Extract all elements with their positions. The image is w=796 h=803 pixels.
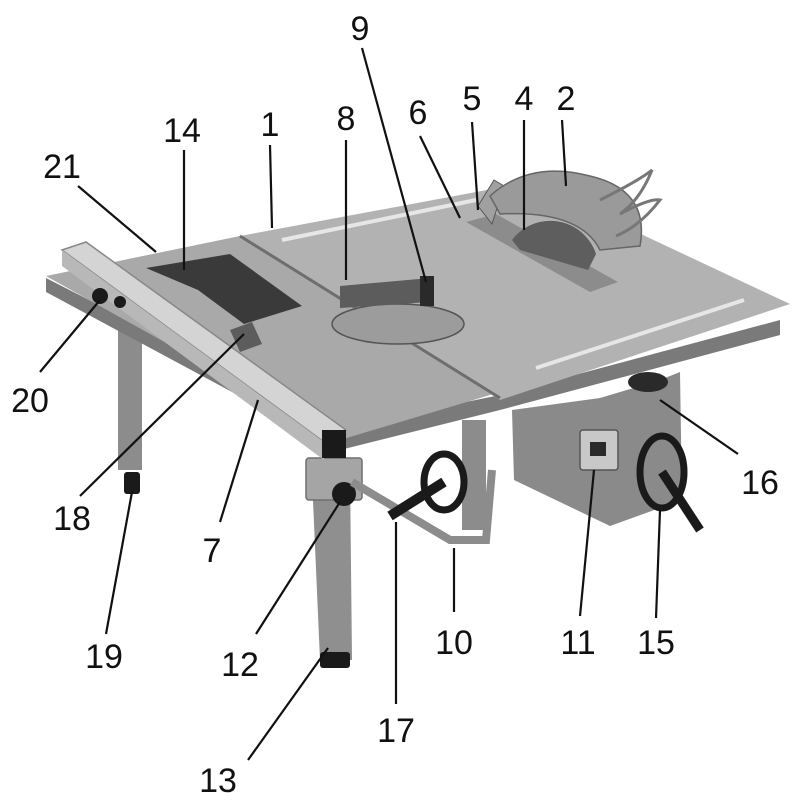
handwheel-left (387, 450, 468, 521)
leader-21 (77, 185, 157, 253)
callout-1: 1 (261, 106, 280, 144)
callout-9: 9 (351, 10, 370, 48)
leader-19 (104, 491, 134, 635)
leader-2 (560, 119, 568, 187)
leader-16 (659, 399, 739, 455)
callout-16: 16 (741, 464, 779, 502)
leader-7 (218, 399, 260, 523)
leader-20 (39, 299, 101, 373)
leader-11 (578, 469, 596, 617)
mitre-gauge-plate (331, 303, 465, 345)
callout-14: 14 (163, 112, 201, 150)
callout-labels: 1 2 4 5 6 7 8 9 10 11 12 13 14 15 16 17 … (11, 10, 779, 800)
callout-19: 19 (85, 638, 123, 676)
scale-strip-rear (281, 198, 477, 242)
motor-label-16 (628, 372, 668, 392)
leader-1 (268, 144, 274, 229)
cross-cut-stop (146, 254, 302, 324)
callout-11: 11 (560, 624, 595, 662)
callout-8: 8 (337, 100, 356, 138)
callout-13: 13 (199, 762, 237, 800)
mitre-fence (340, 278, 430, 308)
saw-blade (512, 220, 596, 270)
leader-9 (360, 47, 428, 283)
fence-end-cap (322, 430, 346, 458)
handwheel-right (636, 432, 704, 533)
leader-15 (654, 509, 662, 619)
callout-12: 12 (221, 646, 259, 684)
leader-5 (470, 121, 480, 211)
callout-21: 21 (43, 148, 81, 186)
leader-12 (255, 501, 341, 635)
rear-leg-left (118, 330, 142, 470)
switch-button (590, 442, 606, 456)
leg-clamp-knob-12 (332, 482, 356, 506)
scale-strip-front (535, 298, 745, 370)
leg-foot-19 (124, 472, 140, 494)
leader-18 (79, 333, 245, 497)
callout-18: 18 (53, 500, 91, 538)
fence-rail-side (62, 250, 324, 460)
leader-6 (419, 135, 461, 219)
fence-knob (92, 288, 108, 304)
mitre-knob (420, 276, 434, 306)
leader-lines (39, 47, 739, 761)
callout-7: 7 (203, 532, 222, 570)
callout-2: 2 (557, 80, 576, 118)
callout-17: 17 (377, 712, 415, 750)
callout-10: 10 (435, 624, 473, 662)
guard-fins (599, 168, 663, 238)
callout-15: 15 (637, 624, 675, 662)
fence-slider (230, 322, 262, 352)
leader-13 (247, 647, 329, 761)
table-top (240, 182, 790, 400)
side-extension-table (46, 236, 500, 440)
callout-5: 5 (463, 80, 482, 118)
callout-4: 4 (515, 80, 534, 118)
leg-foot-13 (320, 652, 350, 668)
fence-knob-2 (114, 296, 126, 308)
front-leg (312, 472, 352, 660)
callout-20: 20 (11, 382, 49, 420)
saw-illustration (46, 168, 790, 668)
callout-6: 6 (409, 94, 428, 132)
